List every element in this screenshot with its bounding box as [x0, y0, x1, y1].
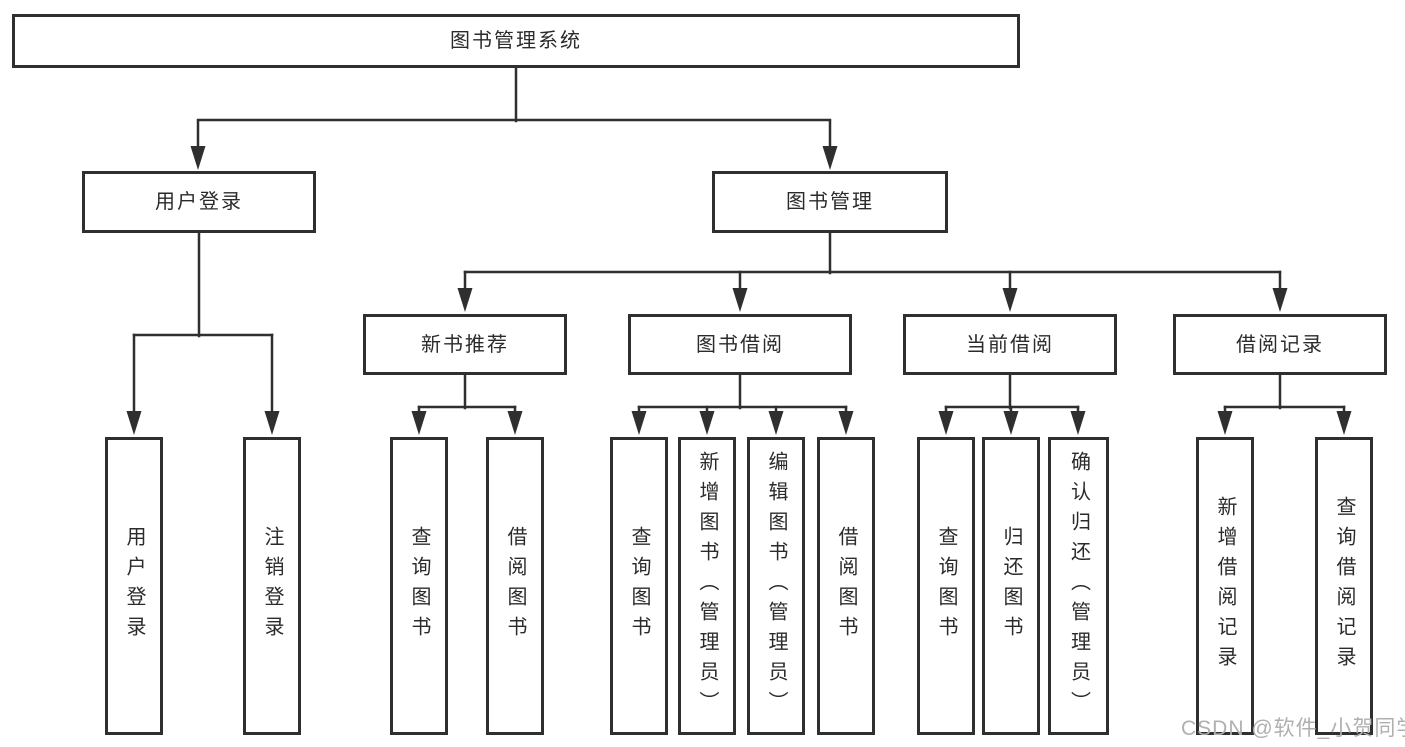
node-book-management: 图书管理	[712, 171, 948, 233]
node-new-book-recommend: 新书推荐	[363, 314, 567, 375]
leaf-query-borrow-record: 查询借阅记录	[1315, 437, 1373, 735]
leaf-edit-book-admin: 编辑图书（管理员）	[747, 437, 805, 735]
leaf-logout: 注销登录	[243, 437, 301, 735]
node-root-system: 图书管理系统	[12, 14, 1020, 68]
leaf-return-book: 归还图书	[982, 437, 1040, 735]
leaf-add-borrow-record: 新增借阅记录	[1196, 437, 1254, 735]
node-book-borrowing: 图书借阅	[628, 314, 852, 375]
arrowhead-icons	[126, 146, 1352, 435]
leaf-query-books-borrowing: 查询图书	[610, 437, 668, 735]
node-user-login: 用户登录	[82, 171, 316, 233]
leaf-add-book-admin: 新增图书（管理员）	[678, 437, 736, 735]
leaf-borrow-books-borrowing: 借阅图书	[817, 437, 875, 735]
leaf-query-books-recommend: 查询图书	[390, 437, 448, 735]
leaf-query-books-current: 查询图书	[917, 437, 975, 735]
node-current-borrowing: 当前借阅	[903, 314, 1117, 375]
csdn-watermark: CSDN @软件_小贺同学	[1181, 717, 1405, 740]
leaf-borrow-books-recommend: 借阅图书	[486, 437, 544, 735]
leaf-confirm-return-admin: 确认归还（管理员）	[1048, 437, 1109, 735]
node-borrow-records: 借阅记录	[1173, 314, 1387, 375]
leaf-user-login: 用户登录	[105, 437, 163, 735]
